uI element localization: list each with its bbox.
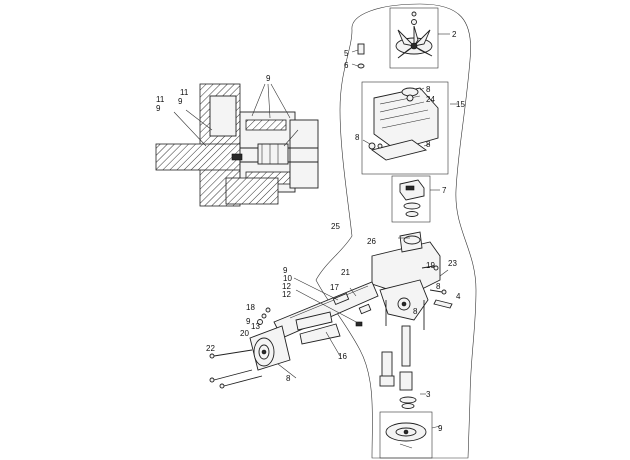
callout-15: 15	[456, 100, 465, 109]
callout-22: 16	[338, 352, 347, 361]
callout-8: 8	[436, 282, 441, 291]
callout-20: 22	[206, 344, 215, 353]
callout-8: 8	[426, 140, 431, 149]
callout-17: 18	[246, 303, 255, 312]
fan-assembly	[389, 7, 450, 69]
callout-23: 23	[448, 259, 457, 268]
callout-19: 19	[426, 261, 435, 270]
callout-7: 7	[442, 186, 447, 195]
callout-8: 8	[413, 307, 418, 316]
callout-10: 12	[282, 282, 291, 291]
motor-assembly	[361, 81, 458, 175]
callout-9: 11	[156, 95, 165, 104]
callout-21: 17	[330, 283, 339, 292]
axle-assembly	[209, 277, 379, 389]
center-housing	[371, 231, 453, 409]
callout-labels: 2 5 6 8 24 15 8 8 7 25 26 19 23 8 4 8 9 …	[156, 30, 465, 433]
cutaway-detail-view	[155, 83, 319, 207]
callout-9: 10	[283, 274, 292, 283]
callout-16: 8	[286, 374, 291, 383]
callout-3: 9	[438, 424, 443, 433]
callout-11: 9	[178, 97, 183, 106]
callout-9: 13	[251, 322, 260, 331]
callout-8: 8	[355, 133, 360, 142]
callout-26: 26	[367, 237, 376, 246]
callout-6: 6	[344, 61, 349, 70]
callout-11: 9	[156, 104, 161, 113]
callout-5: 5	[344, 49, 349, 58]
fitting-part	[357, 43, 365, 55]
callout-8: 9	[283, 266, 288, 275]
callout-24: 24	[426, 95, 435, 104]
pulley-assembly	[379, 411, 441, 459]
callout-12: 21	[341, 268, 350, 277]
callout-8: 8	[426, 85, 431, 94]
callout-9: 9	[266, 74, 271, 83]
housing-outline	[315, 3, 477, 459]
callout-13: 20	[240, 329, 249, 338]
callout-8: 3	[426, 390, 431, 399]
callout-4: 4	[456, 292, 461, 301]
callout-25: 25	[331, 222, 340, 231]
washer-part	[357, 63, 365, 69]
callout-12: 12	[282, 290, 291, 299]
callout-2: 2	[452, 30, 457, 39]
callout-9: 11	[180, 88, 189, 97]
valve-block	[391, 175, 440, 223]
callout-18: 9	[246, 317, 251, 326]
